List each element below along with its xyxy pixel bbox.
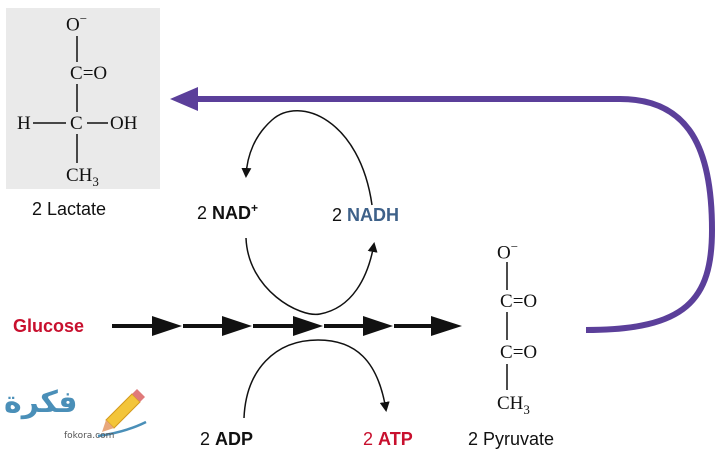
nadh-label: 2 NADH (332, 205, 400, 225)
pyruvate-to-lactate-arrowhead (170, 87, 198, 111)
glycolysis-step-arrow (112, 316, 182, 336)
adp-to-atp-arrow (243, 339, 390, 419)
glycolysis-chain (112, 316, 462, 336)
glucose-label: Glucose (13, 316, 85, 336)
nad-to-nadh-arrow (245, 237, 378, 316)
lactate-name: 2 Lactate (32, 199, 107, 219)
pyruvate-to-lactate-arrow (194, 96, 716, 333)
nadh-to-nad-arrow (241, 110, 373, 206)
atp-label: 2 ATP (363, 429, 413, 449)
pencil-icon (97, 389, 147, 438)
adp-label: 2 ADP (200, 429, 254, 449)
glycolysis-step-arrow (324, 316, 393, 336)
lactate-bonds (33, 36, 108, 163)
lactate-panel (6, 8, 160, 189)
glycolysis-step-arrow (394, 316, 462, 336)
pyruvate-carboxyl: C=O (500, 291, 538, 312)
watermark-url: fokora.com (64, 431, 115, 441)
lactate-ch3: CH3 (66, 165, 99, 189)
pyruvate-name: 2 Pyruvate (468, 429, 555, 449)
pyruvate-o-minus: O− (497, 239, 519, 264)
watermark-logo: فكرة (4, 385, 78, 420)
pyruvate-ketone: C=O (500, 342, 538, 363)
lactate-h: H (17, 113, 31, 134)
lactate-oh: OH (110, 113, 138, 134)
lactate-o-minus: O− (66, 11, 88, 36)
nad-label: 2 NAD+ (197, 201, 259, 223)
glycolysis-step-arrow (253, 316, 323, 336)
lactate-carbonyl: C=O (70, 63, 108, 84)
pyruvate-ch3: CH3 (497, 393, 530, 417)
lactate-center-c: C (70, 113, 83, 134)
glycolysis-step-arrow (183, 316, 252, 336)
